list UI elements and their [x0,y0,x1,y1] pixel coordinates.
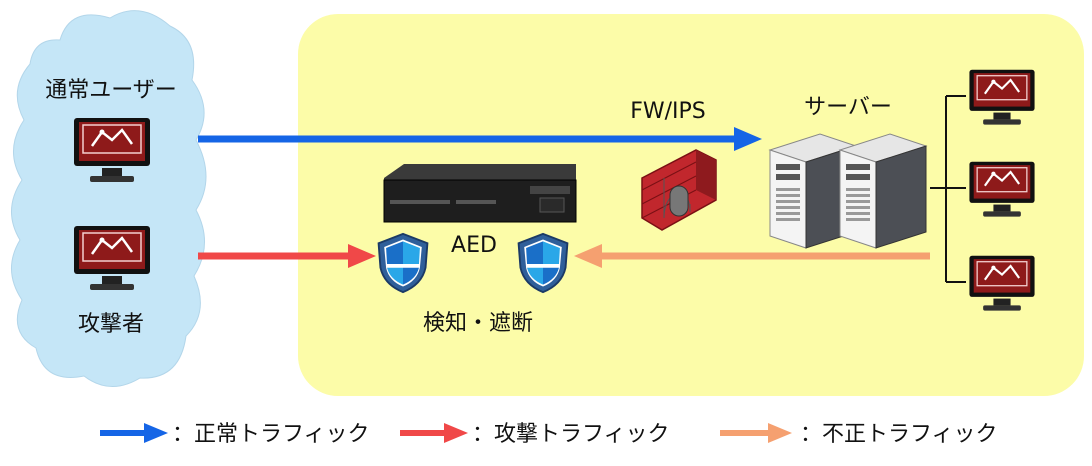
brick-firewall-icon [641,149,717,231]
server-label: サーバー [804,95,892,120]
fw-ips-label: FW/IPS [630,99,706,124]
attacker-label: 攻撃者 [78,312,144,337]
legend-item-malicious: ：不正トラフィック [720,422,998,447]
legend-item-normal: ：正常トラフィック [100,422,370,447]
internet-cloud [11,10,207,387]
legend: ：正常トラフィック ：攻撃トラフィック ：不正トラフィック [100,422,998,447]
normal-traffic-arrow [198,127,762,151]
detect-block-label: 検知・遮断 [423,311,533,336]
normal-user-label: 通常ユーザー [45,78,177,103]
malicious-traffic-arrow [574,244,930,268]
client-connection-lines [930,95,966,283]
legend-item-attack: ：攻撃トラフィック [400,422,670,447]
tower-server-icon [769,133,927,249]
rack-appliance-icon [383,164,577,223]
legend-malicious-text: ：不正トラフィック [800,422,998,447]
aed-label: AED [451,233,497,258]
legend-normal-text: ：正常トラフィック [172,422,370,447]
legend-attack-text: ：攻撃トラフィック [472,422,670,447]
attack-traffic-arrow [198,244,376,268]
